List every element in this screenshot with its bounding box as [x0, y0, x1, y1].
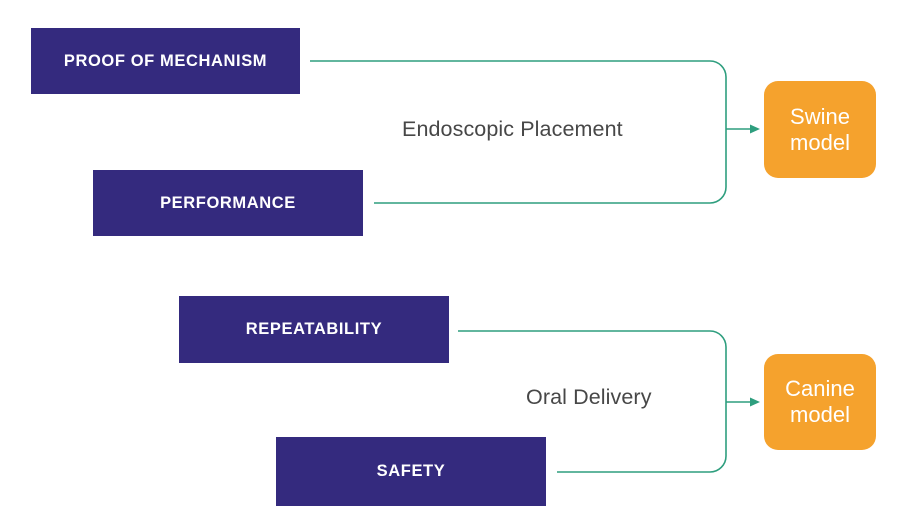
stage-box-label: PERFORMANCE	[160, 193, 296, 212]
stage-box-label: PROOF OF MECHANISM	[63, 51, 268, 70]
model-box-canine-model[interactable]: Canine model	[764, 354, 876, 450]
model-box-label: Swine model	[784, 104, 856, 155]
model-box-label-line1: Swine	[790, 103, 850, 129]
model-box-label-line2: model	[790, 402, 850, 427]
stage-box-label: SAFETY	[376, 462, 446, 480]
edge-label-endoscopic-placement: Endoscopic Placement	[402, 117, 623, 141]
model-box-label: Canine model	[779, 376, 861, 427]
stage-box-repeatability[interactable]: REPEATABILITY	[179, 296, 449, 363]
model-box-label-line1: Canine	[785, 376, 855, 402]
connector-arrowhead-swine	[750, 124, 760, 134]
connector-arrowhead-canine	[750, 397, 760, 407]
edge-label-oral-delivery: Oral Delivery	[526, 385, 652, 409]
model-box-label-line2: model	[790, 129, 850, 155]
stage-box-safety[interactable]: SAFETY	[276, 437, 546, 506]
connector-line-safety	[557, 402, 727, 473]
model-box-swine-model[interactable]: Swine model	[764, 81, 876, 178]
stage-box-proof-of-mechanism[interactable]: PROOF OF MECHANISM	[31, 28, 300, 94]
stage-box-performance[interactable]: PERFORMANCE	[93, 170, 363, 236]
stage-box-label: REPEATABILITY	[245, 320, 383, 338]
